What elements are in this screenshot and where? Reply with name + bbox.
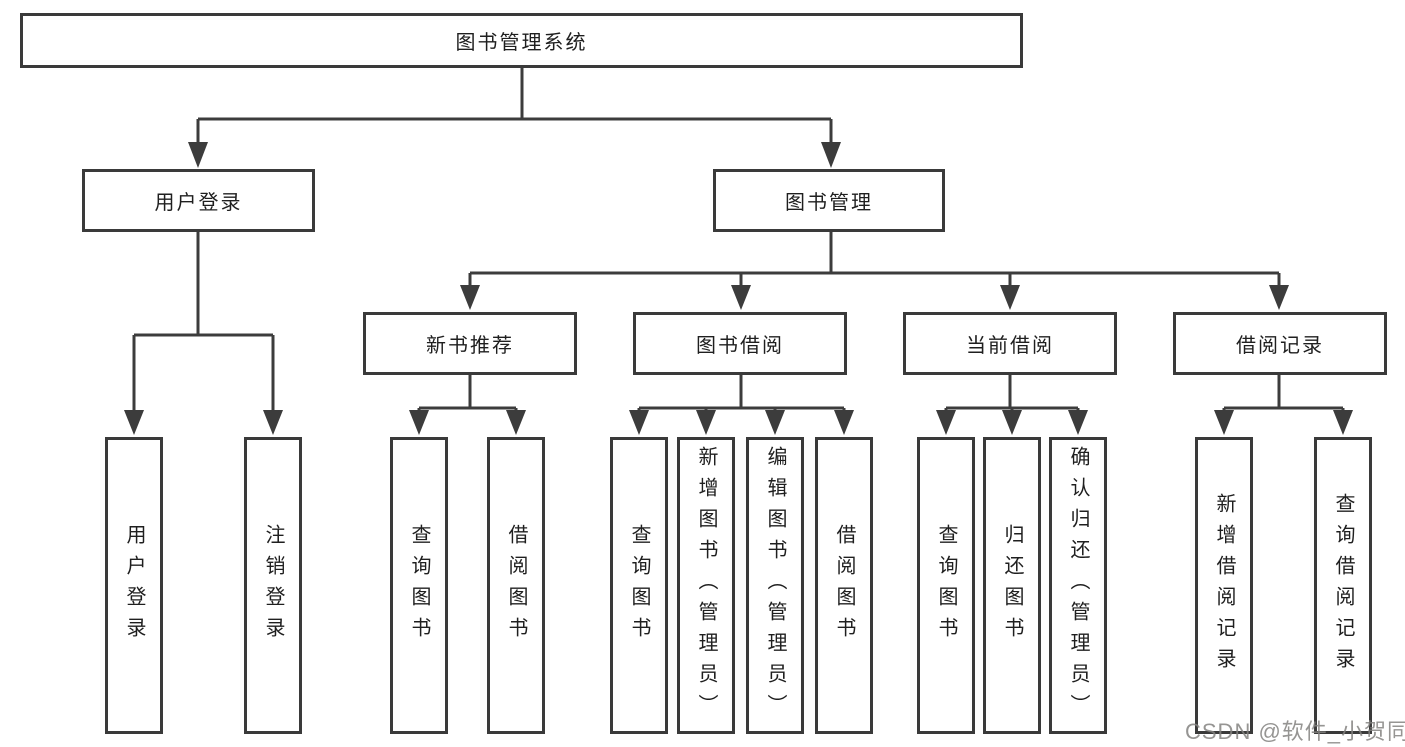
csdn-watermark: CSDN @软件_小贺同学 — [1185, 719, 1405, 744]
leaf-return-book: 归还图书 — [983, 437, 1041, 734]
leaf-user-login: 用户登录 — [105, 437, 163, 734]
connector-userlogin-to-leaves — [124, 232, 283, 435]
leaf-borrow-book: 借阅图书 — [815, 437, 873, 734]
arrowhead-icon — [1068, 410, 1088, 435]
leaf-borrow-query-book: 查询图书 — [610, 437, 668, 734]
arrowhead-icon — [765, 410, 785, 435]
node-current-borrow-label: 当前借阅 — [966, 335, 1054, 357]
arrowhead-icon — [1000, 285, 1020, 310]
arrowhead-icon — [1002, 410, 1022, 435]
arrowhead-icon — [124, 410, 144, 435]
leaf-newbook-borrow-label: 借阅图书 — [505, 523, 527, 648]
leaf-return-book-label: 归还图书 — [1001, 523, 1023, 648]
arrowhead-icon — [1269, 285, 1289, 310]
arrowhead-icon — [506, 410, 526, 435]
leaf-add-book-admin: 新增图书（管理员） — [677, 437, 735, 734]
leaf-edit-book-admin-label: 编辑图书（管理员） — [764, 446, 786, 725]
node-book-management-label: 图书管理 — [785, 192, 873, 214]
node-book-borrow: 图书借阅 — [633, 312, 847, 375]
node-book-borrow-label: 图书借阅 — [696, 335, 784, 357]
arrowhead-icon — [731, 285, 751, 310]
connector-currentborrow-to-leaves — [936, 375, 1088, 435]
arrowhead-icon — [188, 142, 208, 168]
node-new-book-recommend: 新书推荐 — [363, 312, 577, 375]
leaf-borrow-query-book-label: 查询图书 — [628, 523, 650, 648]
node-user-login: 用户登录 — [82, 169, 315, 232]
node-root-system-label: 图书管理系统 — [455, 32, 588, 54]
leaf-query-borrow-record: 查询借阅记录 — [1314, 437, 1372, 734]
leaf-confirm-return-admin-label: 确认归还（管理员） — [1067, 446, 1089, 725]
leaf-user-login-label: 用户登录 — [123, 523, 145, 648]
arrowhead-icon — [629, 410, 649, 435]
leaf-logout: 注销登录 — [244, 437, 302, 734]
arrowhead-icon — [1333, 410, 1353, 435]
leaf-add-borrow-record-label: 新增借阅记录 — [1213, 492, 1235, 679]
node-borrow-records: 借阅记录 — [1173, 312, 1387, 375]
arrowhead-icon — [936, 410, 956, 435]
arrowhead-icon — [1214, 410, 1234, 435]
arrowhead-icon — [263, 410, 283, 435]
leaf-add-book-admin-label: 新增图书（管理员） — [695, 446, 717, 725]
leaf-newbook-query: 查询图书 — [390, 437, 448, 734]
node-book-management: 图书管理 — [713, 169, 945, 232]
connector-bookmgmt-to-level3 — [460, 232, 1289, 310]
arrowhead-icon — [834, 410, 854, 435]
leaf-confirm-return-admin: 确认归还（管理员） — [1049, 437, 1107, 734]
connector-newbook-to-leaves — [409, 375, 526, 435]
connector-borrowrecord-to-leaves — [1214, 375, 1353, 435]
connector-bookborrow-to-leaves — [629, 375, 854, 435]
arrowhead-icon — [409, 410, 429, 435]
node-borrow-records-label: 借阅记录 — [1236, 335, 1324, 357]
arrowhead-icon — [821, 142, 841, 168]
leaf-newbook-query-label: 查询图书 — [408, 523, 430, 648]
leaf-add-borrow-record: 新增借阅记录 — [1195, 437, 1253, 734]
leaf-query-borrow-record-label: 查询借阅记录 — [1332, 492, 1354, 679]
arrowhead-icon — [460, 285, 480, 310]
leaf-logout-label: 注销登录 — [262, 523, 284, 648]
arrowhead-icon — [696, 410, 716, 435]
leaf-newbook-borrow: 借阅图书 — [487, 437, 545, 734]
node-root-system: 图书管理系统 — [20, 13, 1023, 68]
node-current-borrow: 当前借阅 — [903, 312, 1117, 375]
leaf-borrow-book-label: 借阅图书 — [833, 523, 855, 648]
connector-root-to-level2 — [188, 68, 841, 168]
leaf-current-query-book-label: 查询图书 — [935, 523, 957, 648]
leaf-current-query-book: 查询图书 — [917, 437, 975, 734]
node-new-book-recommend-label: 新书推荐 — [426, 335, 514, 357]
node-user-login-label: 用户登录 — [154, 192, 243, 214]
leaf-edit-book-admin: 编辑图书（管理员） — [746, 437, 804, 734]
